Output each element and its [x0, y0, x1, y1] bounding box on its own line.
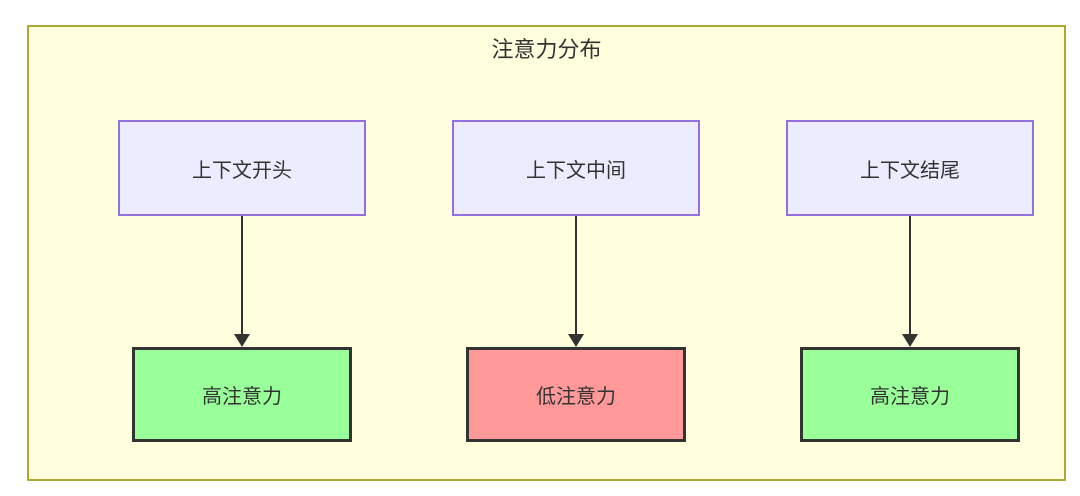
- node-context-start: 上下文开头: [118, 120, 366, 216]
- node-context-end-label: 上下文结尾: [860, 159, 960, 182]
- node-attention-high-2: 高注意力: [800, 347, 1020, 442]
- edge-arrow-end-to-high: [902, 216, 918, 347]
- node-context-middle-label: 上下文中间: [526, 159, 626, 182]
- node-attention-low-label: 低注意力: [536, 386, 616, 408]
- arrow-head-icon: [568, 334, 584, 347]
- cluster-title: 注意力分布: [491, 37, 602, 62]
- arrow-head-icon: [234, 334, 250, 347]
- node-context-middle: 上下文中间: [452, 120, 700, 216]
- node-context-start-label: 上下文开头: [192, 159, 292, 182]
- arrow-shaft: [241, 216, 243, 336]
- attention-distribution-cluster: 注意力分布 上下文开头 上下文中间 上下文结尾 高注意力 低注意力: [27, 25, 1066, 481]
- node-context-end: 上下文结尾: [786, 120, 1034, 216]
- node-attention-high-1-label: 高注意力: [202, 386, 282, 408]
- node-attention-high-2-label: 高注意力: [870, 386, 950, 408]
- node-attention-high-1: 高注意力: [132, 347, 352, 442]
- arrow-shaft: [575, 216, 577, 336]
- edge-arrow-middle-to-low: [568, 216, 584, 347]
- arrow-head-icon: [902, 334, 918, 347]
- arrow-shaft: [909, 216, 911, 336]
- edge-arrow-start-to-high: [234, 216, 250, 347]
- node-attention-low: 低注意力: [466, 347, 686, 442]
